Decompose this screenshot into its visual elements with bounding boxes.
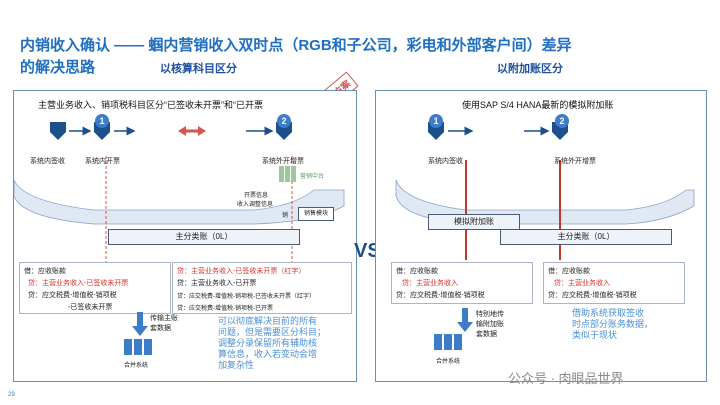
- entry-line: 贷：应交税费-增值税-销项税: [28, 292, 117, 299]
- left-step1a-label: 系统内签收: [30, 158, 65, 165]
- entry-line: 借：应收账款: [24, 268, 66, 275]
- left-step1-number: 1: [95, 114, 109, 128]
- right-entry-box-2: 借：应收账款 贷：主营业务收入 贷：应交税费-增值税-销项税: [543, 262, 685, 304]
- entry-line: 贷：应交税费-增值税-销项税-已开票: [177, 306, 273, 312]
- page-title-line2: 的解决思路: [20, 59, 96, 76]
- right-subtitle: 以附加账区分: [497, 63, 563, 75]
- sales-module-box: 销售模块: [298, 207, 334, 221]
- right-server-icon: [434, 334, 462, 350]
- entry-line: 借：应收账款: [548, 268, 590, 275]
- right-note: 借助系统获取签收 时点部分账务数据， 类似于现状: [572, 308, 654, 340]
- entry-line: 贷：主营业务收入-已签收未开票（红字）: [177, 268, 306, 275]
- right-sim-ledger: 模拟附加账: [428, 214, 520, 230]
- revenue-adjust-label: 收入调整信息: [237, 202, 274, 208]
- invoice-info-label: 开票信息: [244, 193, 269, 199]
- right-step1-label: 系统内签收: [428, 158, 463, 165]
- entry-line: 贷：主营业务收入: [554, 280, 610, 287]
- entry-line: -已签收未开票: [68, 304, 113, 311]
- right-step1-number: 1: [429, 114, 443, 128]
- right-system-label: 合并系统: [436, 359, 461, 365]
- entry-line: 贷：主营业务收入-已签收未开票: [28, 280, 129, 287]
- left-flow-graphic: [14, 122, 345, 270]
- left-entry-box-1: 借：应收账款 贷：主营业务收入-已签收未开票 贷：应交税费-增值税-销项税 -已…: [19, 262, 171, 314]
- left-flow-band: [14, 179, 345, 225]
- sales-short-label: 销: [282, 213, 289, 219]
- entry-line: 借：应收账款: [396, 268, 438, 275]
- right-transfer-label: 特别地传 输附加账 套数据: [476, 311, 504, 338]
- marketing-platform-icon: [279, 166, 296, 182]
- right-step2-label: 系统外开增票: [554, 158, 596, 165]
- left-panel-title: 主营业务收入、销项税科目区分“已签收未开票”和“已开票: [38, 100, 263, 110]
- left-down-arrow-icon: [132, 312, 148, 336]
- sales-module-label: 销售模块: [303, 211, 328, 217]
- entry-line: 贷：主营业务收入-已开票: [177, 280, 257, 287]
- page-title: 内销收入确认 —— 蝈内营销收入双时点（RGB和子公司，彩电和外部客户间）差异: [20, 37, 572, 54]
- left-step1-a-arrow-icon: [50, 122, 66, 140]
- entry-line: 贷：应交税费-增值税-销项税: [396, 292, 485, 299]
- right-main-ledger: 主分类账（0L）: [500, 229, 672, 245]
- right-entry-box-1: 借：应收账款 贷：主营业务收入 贷：应交税费-增值税-销项税: [391, 262, 533, 304]
- left-step1b-label: 系统内开票: [85, 158, 120, 165]
- page-number: 29: [8, 392, 15, 398]
- left-entry-box-2: 贷：主营业务收入-已签收未开票（红字） 贷：主营业务收入-已开票 贷：应交税费-…: [172, 262, 352, 314]
- left-server-icon: [124, 339, 152, 355]
- left-subtitle: 以核算科目区分: [160, 63, 237, 75]
- left-transfer-label: 传输主账 套数据: [150, 315, 178, 332]
- left-step2-label: 系统外开增票: [262, 158, 304, 165]
- right-down-arrow-icon: [457, 308, 473, 332]
- right-panel-title: 使用SAP S/4 HANA最新的模拟附加账: [462, 100, 614, 110]
- left-system-label: 合并系统: [124, 363, 149, 369]
- watermark: 公众号 · 肉眼品世界: [508, 371, 624, 386]
- right-step2-number: 2: [555, 114, 569, 128]
- vs-label: VS: [354, 240, 381, 262]
- entry-line: 贷：应交税费-增值税-销项税-已签收未开票（红字）: [177, 294, 315, 300]
- left-step2-number: 2: [277, 114, 291, 128]
- marketing-platform-label: 营销中台: [300, 174, 325, 180]
- entry-line: 贷：应交税费-增值税-销项税: [548, 292, 637, 299]
- left-main-ledger: 主分类账（0L）: [108, 229, 300, 245]
- entry-line: 贷：主营业务收入: [402, 280, 458, 287]
- right-flow-graphic: [395, 122, 695, 260]
- left-note: 可以彻底解决目前的所有 问题，但是需要区分科目； 调整分录保留所有辅助核 算信息…: [218, 316, 327, 370]
